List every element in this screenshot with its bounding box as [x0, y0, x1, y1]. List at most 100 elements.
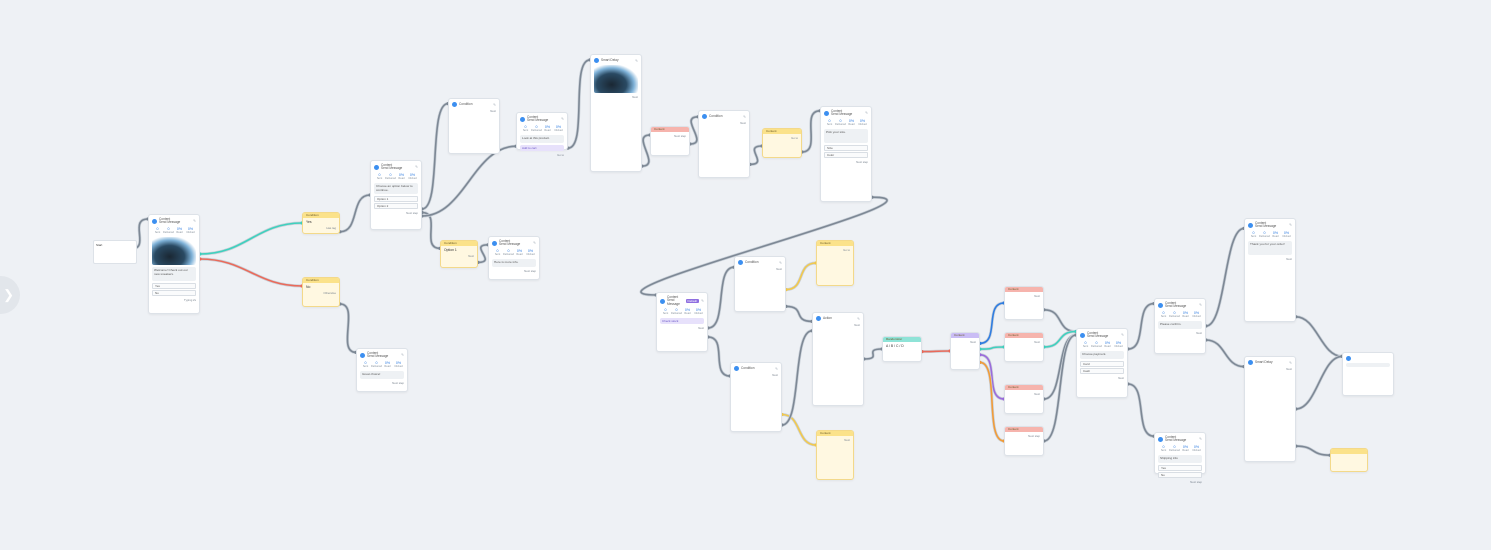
quick-reply-button[interactable]: Cash — [1080, 367, 1124, 374]
flow-node-n12[interactable]: Condition✎Next — [698, 110, 750, 178]
connection-wire[interactable] — [421, 102, 449, 210]
connection-wire[interactable] — [785, 262, 817, 291]
edit-icon[interactable]: ✎ — [1121, 333, 1124, 338]
connection-wire[interactable] — [921, 350, 951, 353]
quick-reply-button[interactable]: Size — [824, 144, 868, 151]
connection-wire[interactable] — [567, 59, 591, 149]
connection-wire[interactable] — [640, 196, 888, 296]
edit-icon[interactable]: ✎ — [635, 58, 638, 63]
edit-icon[interactable]: ✎ — [493, 102, 496, 107]
connection-wire[interactable] — [421, 211, 441, 250]
connection-wire[interactable] — [1043, 309, 1077, 333]
connection-wire[interactable] — [477, 244, 489, 264]
connection-wire[interactable] — [1043, 334, 1077, 442]
edit-icon[interactable]: ✎ — [401, 353, 404, 358]
connection-wire[interactable] — [339, 303, 357, 354]
edit-icon[interactable]: ✎ — [743, 114, 746, 119]
connection-wire[interactable] — [199, 222, 303, 255]
connection-wire[interactable] — [1205, 339, 1245, 368]
connection-wire[interactable] — [749, 145, 763, 166]
edit-icon[interactable]: ✎ — [865, 111, 868, 116]
connection-wire[interactable] — [979, 346, 1005, 350]
quick-reply-button[interactable]: Yes — [152, 282, 196, 289]
edit-icon[interactable]: ✎ — [193, 219, 196, 224]
quick-reply-button[interactable]: No — [1158, 471, 1202, 478]
connection-wire[interactable] — [1127, 302, 1155, 350]
connection-wire[interactable] — [707, 266, 735, 329]
connection-wire[interactable] — [781, 330, 813, 426]
edit-icon[interactable]: ✎ — [1289, 223, 1292, 228]
connection-wire[interactable] — [1295, 316, 1343, 358]
flow-node-n31[interactable]: Smart Delay✎Next — [1244, 356, 1296, 462]
connection-wire[interactable] — [1127, 383, 1155, 437]
flow-node-n18[interactable]: Condition✎Next — [730, 362, 782, 432]
connection-wire[interactable] — [641, 134, 651, 167]
action-chip[interactable]: Add to cart — [520, 144, 564, 151]
connection-wire[interactable] — [1295, 445, 1331, 456]
flow-node-n16[interactable]: Condition✎Next — [734, 256, 786, 312]
quick-reply-button[interactable]: Color — [824, 151, 868, 158]
edit-icon[interactable]: ✎ — [533, 241, 536, 246]
flow-node-n20[interactable]: Action✎Next — [812, 312, 864, 406]
edit-icon[interactable]: ✎ — [779, 260, 782, 265]
quick-reply-button[interactable]: No — [152, 289, 196, 296]
quick-reply-button[interactable]: Option 2 — [374, 203, 418, 210]
connection-wire[interactable] — [1295, 355, 1343, 410]
connection-wire[interactable] — [979, 361, 1005, 442]
edit-icon[interactable]: ✎ — [1199, 437, 1202, 442]
quick-reply-button[interactable]: Card — [1080, 360, 1124, 367]
edit-icon[interactable]: ✎ — [1199, 303, 1202, 308]
flow-node-n33[interactable] — [1330, 448, 1368, 472]
start-trigger[interactable]: Start — [93, 240, 137, 264]
edit-icon[interactable]: ✎ — [1289, 360, 1292, 365]
flow-node-n10[interactable]: Smart Delay✎Next — [590, 54, 642, 172]
connection-wire[interactable] — [339, 194, 371, 233]
connection-wire[interactable] — [199, 258, 303, 287]
quick-reply-button[interactable]: Yes — [1158, 464, 1202, 471]
connection-wire[interactable] — [801, 110, 821, 153]
edit-icon[interactable]: ✎ — [857, 316, 860, 321]
edit-icon[interactable]: ✎ — [775, 366, 778, 371]
connection-wire[interactable] — [979, 302, 1005, 345]
connection-wire[interactable] — [707, 336, 731, 377]
sidebar-toggle-button[interactable]: ❯ — [0, 276, 20, 314]
connection-wire[interactable] — [421, 145, 517, 217]
edit-icon[interactable]: ✎ — [561, 117, 564, 122]
connection-wire[interactable] — [785, 305, 813, 323]
action-chip[interactable]: Check stock — [660, 318, 704, 325]
connection-wire[interactable] — [863, 348, 883, 360]
connection-wire[interactable] — [781, 413, 817, 446]
flow-node-n7[interactable]: Condition✎Next — [448, 98, 500, 154]
connection-wire[interactable] — [1205, 227, 1245, 327]
connection-wire[interactable] — [979, 354, 1005, 400]
edit-icon[interactable]: ✎ — [701, 299, 704, 304]
connection-wire[interactable] — [1043, 330, 1077, 348]
flow-node-n32[interactable] — [1342, 352, 1394, 396]
connection-wire[interactable] — [689, 116, 699, 145]
quick-reply-button[interactable]: Option 1 — [374, 196, 418, 203]
